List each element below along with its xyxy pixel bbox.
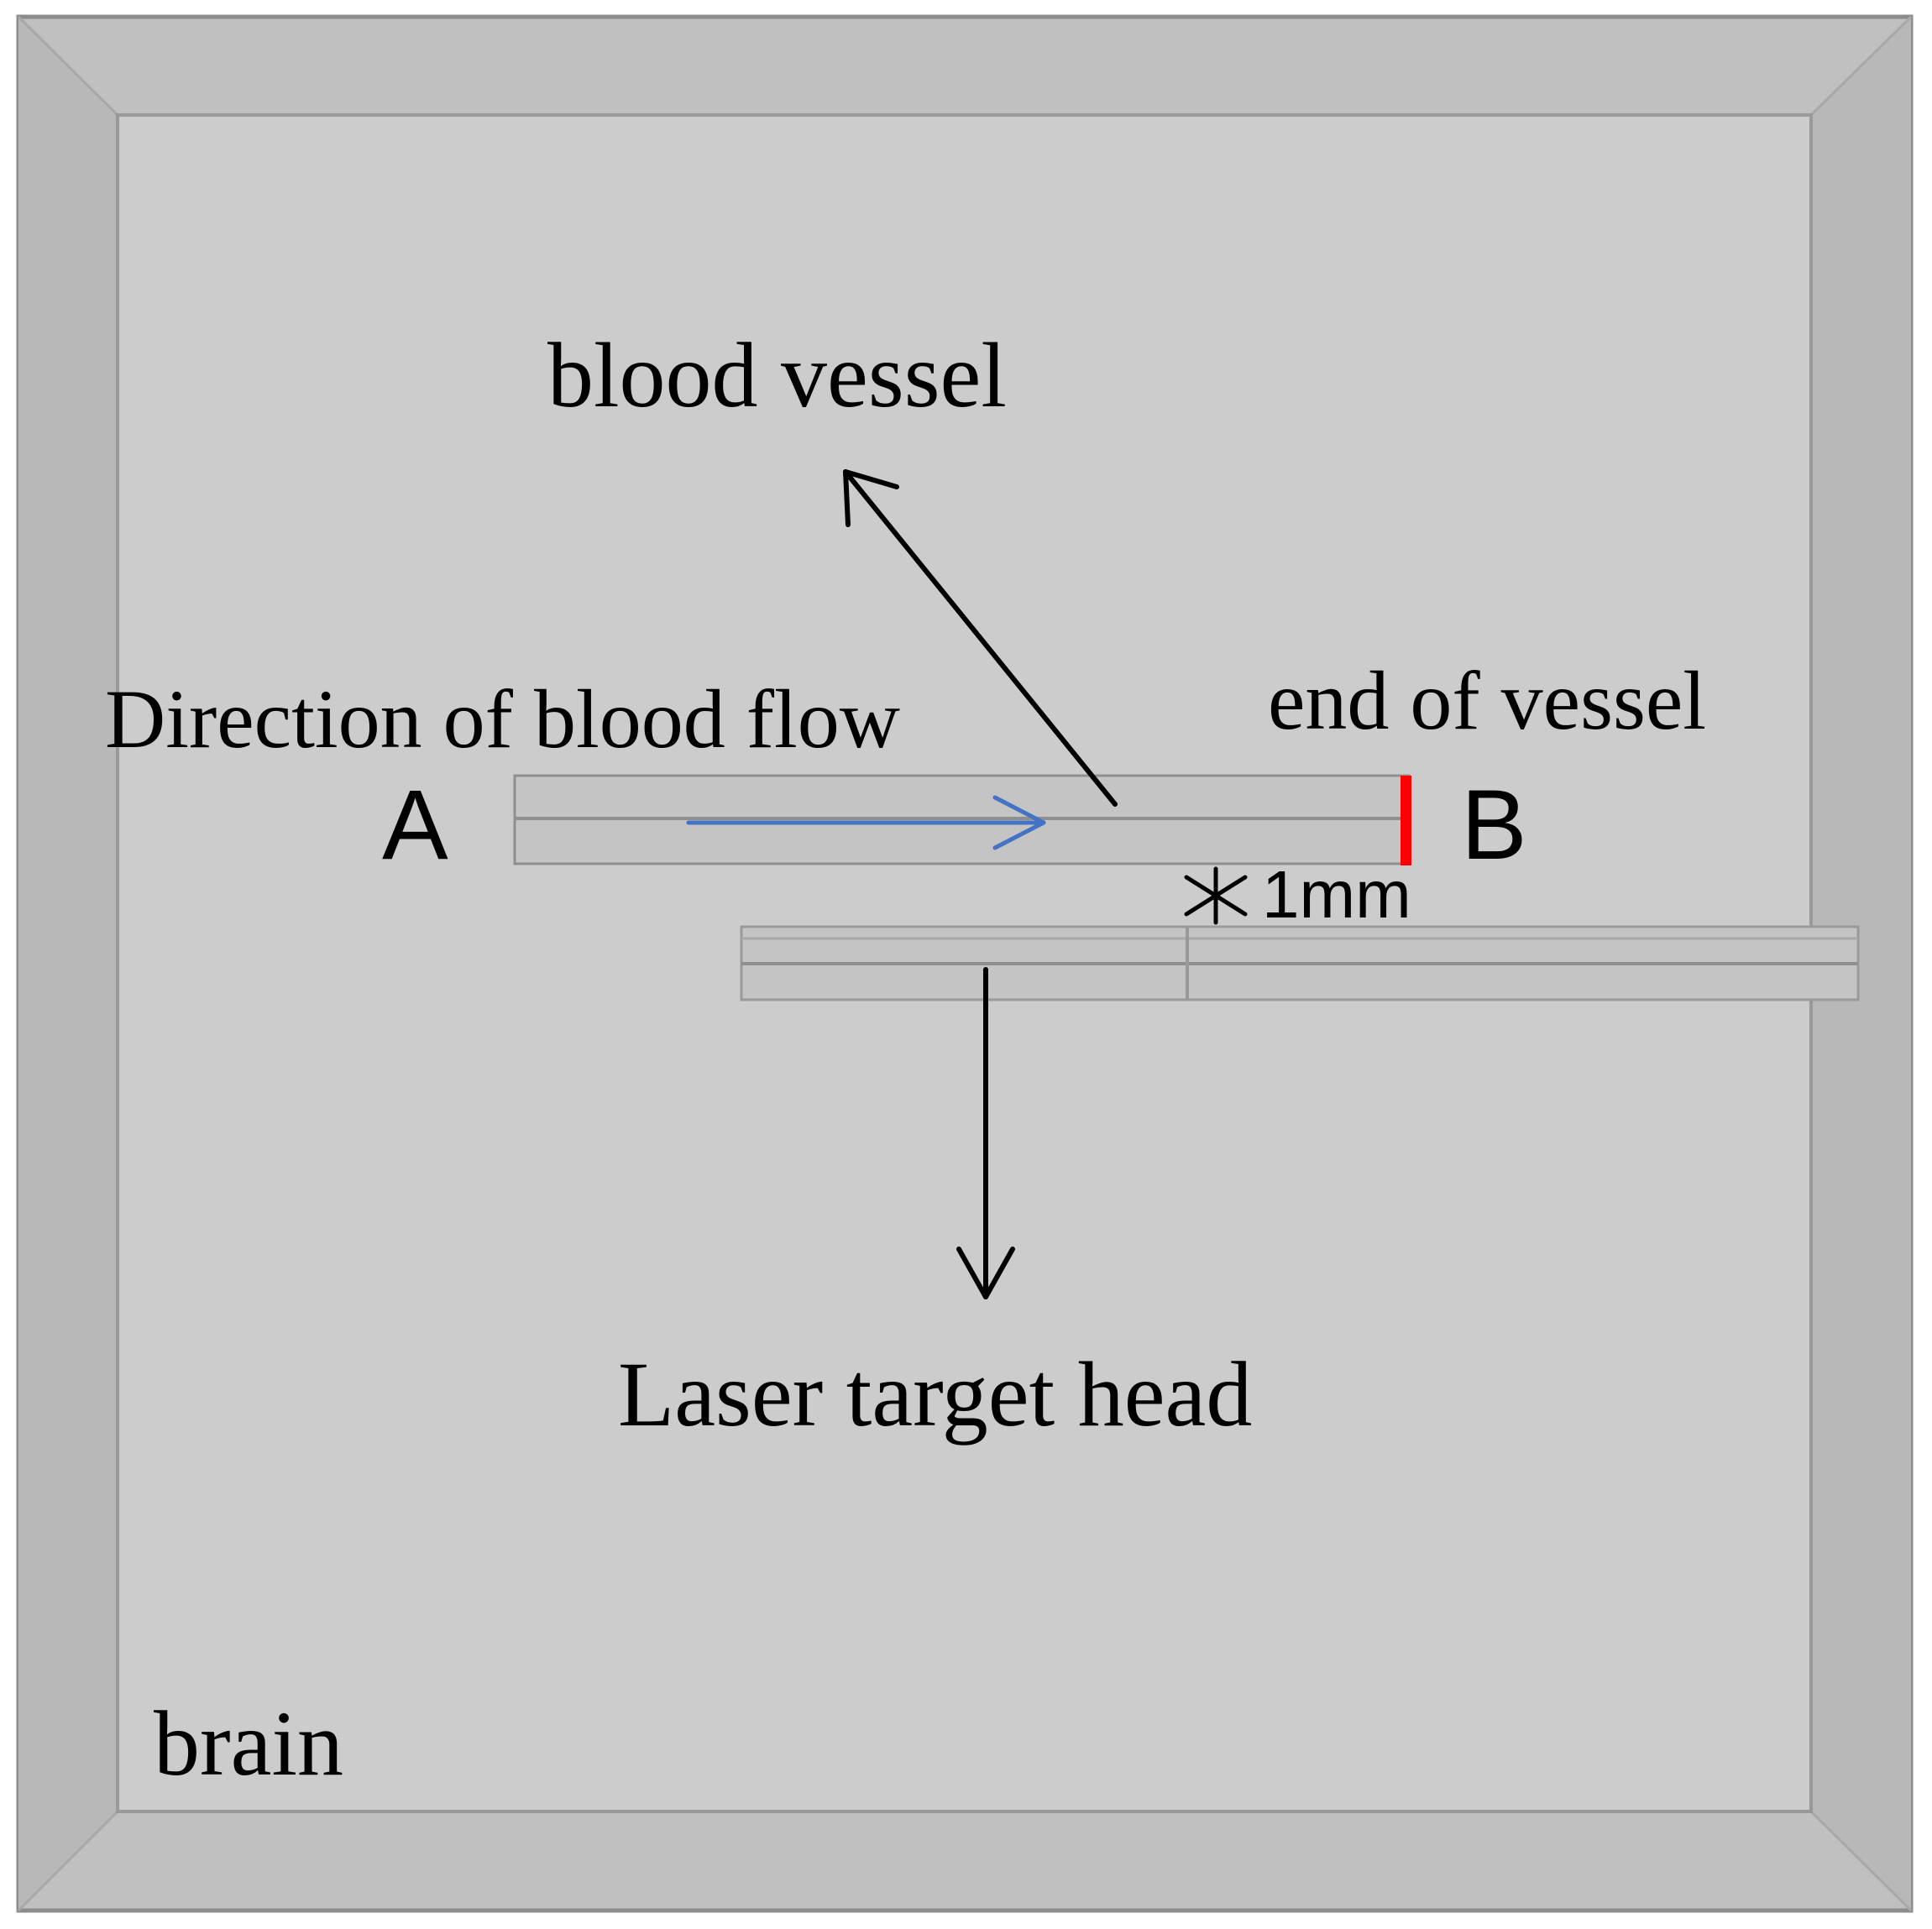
gap-label: 1mm — [1262, 857, 1411, 932]
blood-flow-arrow — [686, 795, 1046, 850]
point-a-label: A — [382, 770, 448, 881]
vessel-end-marker — [1401, 776, 1411, 865]
point-b-label: B — [1461, 770, 1527, 881]
direction-of-flow-label: Direction of blood flow — [105, 672, 900, 766]
bevel-edge-tl — [17, 15, 119, 117]
brain-label: brain — [154, 1692, 343, 1795]
bevel-edge-br — [1809, 1810, 1913, 1912]
bevel-edge-bl — [17, 1810, 119, 1912]
gap-dimension-icon — [1184, 866, 1248, 925]
blood-vessel-label: blood vessel — [547, 324, 1007, 426]
blood-vessel-pointer-arrow — [843, 469, 1118, 807]
bevel-edge-tr — [1809, 15, 1913, 117]
frame-right-bevel — [1811, 17, 1911, 1911]
end-of-vessel-label: end of vessel — [1268, 654, 1706, 747]
frame-left-bevel — [18, 17, 118, 1911]
laser-head-pointer-arrow — [956, 967, 1015, 1299]
laser-head-label: Laser target head — [618, 1343, 1252, 1445]
